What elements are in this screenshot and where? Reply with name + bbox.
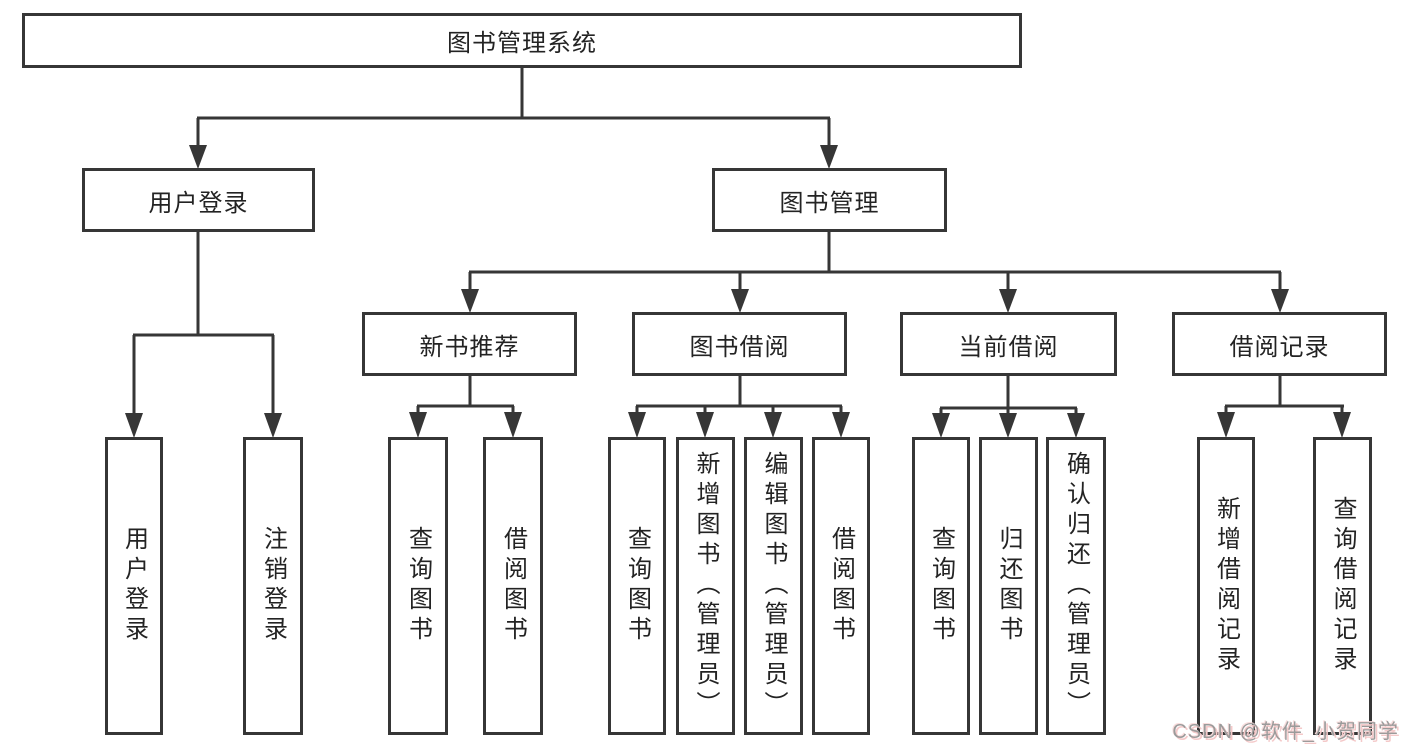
node-book-management: 图书管理 xyxy=(712,168,947,232)
node-borrowing-records-label: 借阅记录 xyxy=(1229,333,1330,361)
leaf-borrow-books-label: 借阅图书 xyxy=(827,526,855,646)
leaf-borrow-books: 借阅图书 xyxy=(812,437,870,735)
leaf-query-borrow-record-label: 查询借阅记录 xyxy=(1329,496,1356,676)
node-current-borrowing: 当前借阅 xyxy=(900,312,1117,376)
node-new-book-recommend: 新书推荐 xyxy=(362,312,577,376)
leaf-logout-label: 注销登录 xyxy=(259,526,287,646)
leaf-query-books-current-label: 查询图书 xyxy=(927,526,955,646)
node-book-borrowing-label: 图书借阅 xyxy=(689,333,790,361)
csdn-watermark: CSDN @软件_小贺同学 xyxy=(1172,721,1399,743)
node-user-login: 用户登录 xyxy=(82,168,315,232)
leaf-query-books-recommend-label: 查询图书 xyxy=(404,526,432,646)
leaf-add-books-admin: 新增图书（管理员） xyxy=(676,437,735,735)
node-root-system-label: 图书管理系统 xyxy=(447,30,597,57)
leaf-user-login: 用户登录 xyxy=(105,437,163,735)
leaf-edit-books-admin-label: 编辑图书（管理员） xyxy=(760,451,787,721)
connector-new-book-to-leaves xyxy=(409,376,522,438)
leaf-return-books: 归还图书 xyxy=(979,437,1038,735)
leaf-add-borrow-record-label: 新增借阅记录 xyxy=(1212,496,1240,676)
leaf-return-books-label: 归还图书 xyxy=(995,526,1022,646)
leaf-query-books-current: 查询图书 xyxy=(912,437,970,735)
leaf-query-borrow-record: 查询借阅记录 xyxy=(1313,437,1372,735)
connector-root-to-level2 xyxy=(189,68,838,169)
node-current-borrowing-label: 当前借阅 xyxy=(958,333,1059,361)
connector-current-borrowing-to-leaves xyxy=(932,376,1085,438)
leaf-borrow-books-recommend-label: 借阅图书 xyxy=(499,526,527,646)
leaf-query-books-borrowing-label: 查询图书 xyxy=(623,526,651,646)
connector-borrowing-records-to-leaves xyxy=(1217,376,1351,438)
node-root-system: 图书管理系统 xyxy=(22,13,1022,68)
leaf-add-borrow-record: 新增借阅记录 xyxy=(1197,437,1255,735)
node-borrowing-records: 借阅记录 xyxy=(1172,312,1387,376)
leaf-confirm-return-admin-label: 确认归还（管理员） xyxy=(1062,451,1090,721)
node-book-borrowing: 图书借阅 xyxy=(632,312,847,376)
node-user-login-label: 用户登录 xyxy=(148,189,249,217)
leaf-edit-books-admin: 编辑图书（管理员） xyxy=(744,437,803,735)
leaf-logout: 注销登录 xyxy=(243,437,303,735)
connector-user-login-to-leaves xyxy=(125,232,282,438)
connector-book-management-to-level3 xyxy=(461,232,1289,313)
connector-book-borrowing-to-leaves xyxy=(628,376,850,438)
leaf-user-login-label: 用户登录 xyxy=(120,526,148,646)
leaf-add-books-admin-label: 新增图书（管理员） xyxy=(692,451,719,721)
node-book-management-label: 图书管理 xyxy=(779,189,880,217)
leaf-query-books-recommend: 查询图书 xyxy=(388,437,448,735)
leaf-borrow-books-recommend: 借阅图书 xyxy=(483,437,543,735)
leaf-query-books-borrowing: 查询图书 xyxy=(608,437,666,735)
node-new-book-recommend-label: 新书推荐 xyxy=(419,333,520,361)
leaf-confirm-return-admin: 确认归还（管理员） xyxy=(1046,437,1106,735)
